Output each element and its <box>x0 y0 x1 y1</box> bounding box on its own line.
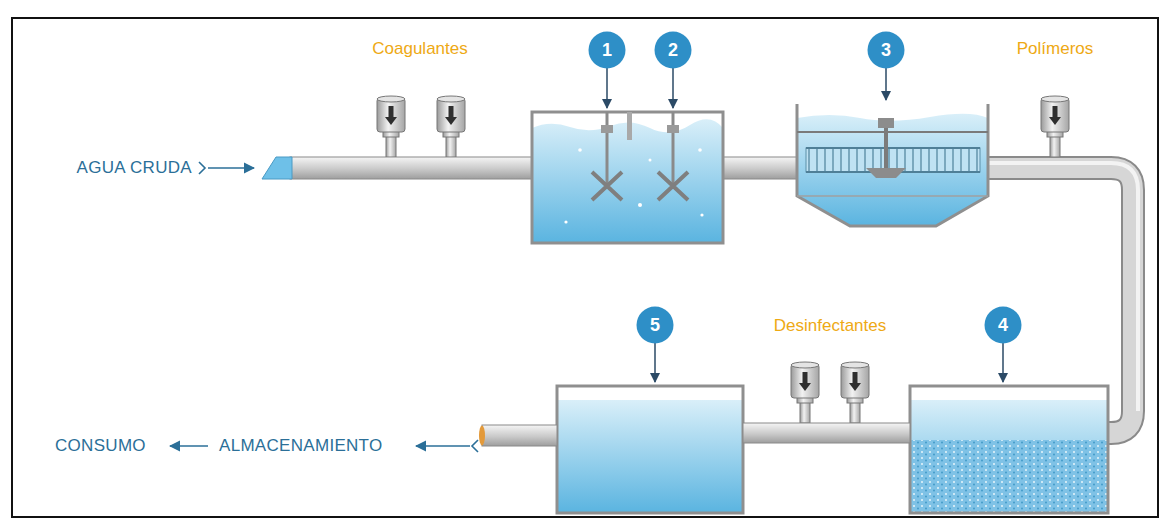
callout-circle <box>985 307 1022 344</box>
return-pipe <box>988 168 1133 433</box>
filter-tank <box>910 386 1108 513</box>
chemical-label: Coagulantes <box>372 39 467 59</box>
callout-number: 5 <box>636 306 674 344</box>
callout-leaders <box>607 67 1003 382</box>
disinfectant-doser <box>841 362 869 423</box>
filtered-pipe <box>743 423 910 443</box>
pipe-end <box>479 426 485 446</box>
callout-circle <box>655 32 692 69</box>
callout-number: 1 <box>588 31 626 69</box>
callout-circle <box>589 32 626 69</box>
chemical-label: Desinfectantes <box>774 316 886 336</box>
return-pipe-edge <box>988 168 1133 433</box>
callout-circle <box>868 32 905 69</box>
callout-number: 4 <box>984 306 1022 344</box>
frame <box>12 18 1158 517</box>
outlet-pipe <box>482 425 557 446</box>
callout-number: 5 <box>636 306 674 344</box>
callout-number: 4 <box>984 306 1022 344</box>
disinfectant-doser <box>791 362 819 423</box>
callout-number: 2 <box>654 31 692 69</box>
polymer-doser <box>1041 96 1069 157</box>
flow-label: CONSUMO <box>55 436 146 456</box>
callout-number: 1 <box>588 31 626 69</box>
flow-label: AGUA CRUDA <box>77 158 192 178</box>
coagulant-doser <box>377 96 405 157</box>
flow-label: ALMACENAMIENTO <box>219 436 383 456</box>
callout-circle <box>637 307 674 344</box>
coagulant-doser <box>437 96 465 157</box>
clarifier-tank <box>797 104 988 226</box>
clear-water-tank <box>557 386 743 513</box>
flow-arrows <box>170 162 478 452</box>
chemical-label: Polímeros <box>1017 39 1094 59</box>
callout-number: 2 <box>654 31 692 69</box>
callout-number: 3 <box>867 31 905 69</box>
pipe-highlight <box>988 163 1138 411</box>
callout-number: 3 <box>867 31 905 69</box>
mixing-tank <box>532 112 723 243</box>
